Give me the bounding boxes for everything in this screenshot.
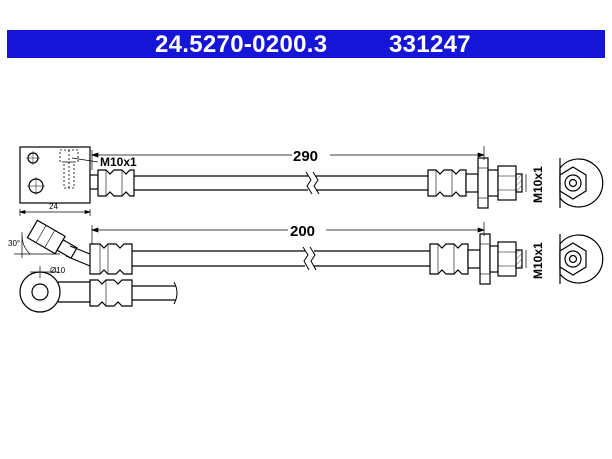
top-bracket-thread-label: M10x1	[100, 155, 137, 169]
bracket-width-label: 24	[49, 202, 58, 211]
part-number: 24.5270-0200.3	[155, 31, 328, 58]
bottom-end-view	[559, 234, 604, 284]
top-length-label: 290	[293, 148, 318, 165]
eye-diameter-label: Ø10	[50, 266, 66, 275]
bottom-length-label: 200	[290, 223, 315, 240]
top-hose-assembly	[19, 146, 604, 209]
top-dimensions	[18, 146, 527, 216]
bottom-end-thread-label: M10x1	[531, 242, 545, 279]
article-code: 331247	[389, 31, 471, 58]
banjo-eye-fitting	[19, 271, 178, 313]
mounting-bracket	[19, 146, 91, 204]
angled-fitting	[26, 219, 91, 267]
top-end-view	[559, 158, 604, 208]
top-end-thread-label: M10x1	[531, 166, 545, 203]
bottom-dimensions	[14, 222, 527, 278]
bottom-hose-assembly	[19, 219, 604, 313]
title-bar: 24.5270-0200.3 331247	[7, 30, 605, 58]
angle-label: 30°	[8, 239, 20, 248]
